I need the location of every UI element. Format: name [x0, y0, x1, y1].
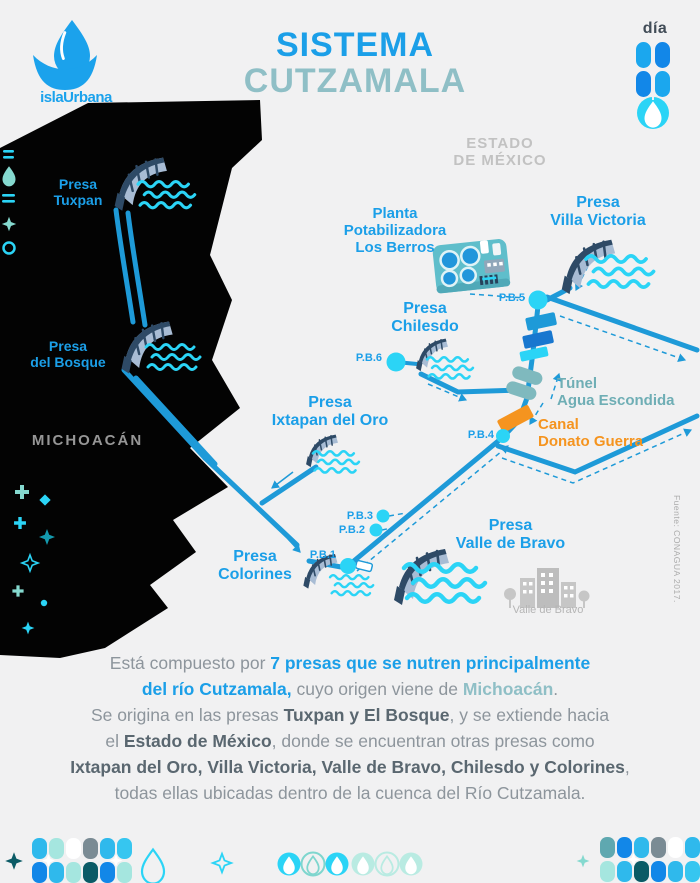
label-presa-valle-de-bravo: Presa Valle de Bravo [455, 517, 566, 552]
treatment-plant-icon [432, 239, 511, 294]
left-decor-icons [1, 150, 55, 635]
label-planta-potabilizadora: Planta Potabilizadora Los Berros [343, 205, 447, 256]
title-line2: CUTZAMALA [243, 62, 467, 100]
gate-icon [354, 559, 374, 573]
label-pb6: P.B.6 [355, 352, 382, 364]
brand-logo water-drop-bowl-icon [33, 20, 97, 90]
title-line1: SISTEMA [275, 26, 435, 64]
label-pb1: P.B.1 [309, 549, 336, 561]
bottom-border-decor [5, 837, 700, 883]
description-paragraph: Está compuesto por 7 presas que se nutre… [70, 653, 630, 803]
label-tunel-agua-escondida: Túnel Agua Escondida [557, 375, 675, 409]
mosaic-pattern-icon [32, 838, 132, 883]
pump-station-nodes pump-station-node-icon [340, 290, 548, 574]
label-presa-del-bosque: Presa del Bosque [30, 338, 106, 370]
label-canal-donato-guerra: Canal Donato Guerra [538, 416, 644, 450]
brand-name: islaUrbana [40, 89, 112, 106]
dia-logo-text: día [642, 20, 668, 37]
label-city-valle-de-bravo: Valle de Bravo [512, 604, 584, 616]
drop-circles-cyan [277, 851, 349, 877]
flow-arrows-solid [271, 471, 301, 553]
state-label-estado-de-mexico: ESTADO DE MÉXICO [453, 135, 547, 169]
mosaic-pattern-icon [600, 837, 700, 882]
dam-valle-de-bravo dam-icon [392, 547, 485, 607]
city-buildings-icon [504, 568, 590, 608]
aqueduct-pipes [113, 207, 700, 570]
label-presa-colorines: Presa Colorines [218, 548, 292, 583]
source-note: Fuente: CONAGUA 2017. [672, 495, 682, 603]
dia-logo-blocks dia-water-blocks-icon [636, 42, 670, 129]
label-pb2: P.B.2 [338, 524, 365, 536]
state-label-michoacan: MICHOACÁN [31, 432, 144, 449]
label-presa-villa-victoria: Presa Villa Victoria [550, 194, 646, 229]
label-presa-tuxpan: Presa Tuxpan [53, 176, 103, 208]
dam-villa-victoria dam-icon [560, 238, 656, 296]
dam-chilesdo dam-icon [415, 337, 475, 380]
label-pb3: P.B.3 [346, 510, 373, 522]
canal-gate-icon [497, 405, 534, 433]
label-pb5: P.B.5 [498, 292, 525, 304]
label-pb4: P.B.4 [467, 429, 494, 441]
pump-booster-blocks [519, 312, 557, 362]
tunnel-icon [506, 366, 543, 400]
drop-circles-mint [351, 851, 423, 877]
label-presa-ixtapan-del-oro: Presa Ixtapan del Oro [271, 394, 389, 429]
label-presa-chilesdo: Presa Chilesdo [391, 300, 459, 335]
